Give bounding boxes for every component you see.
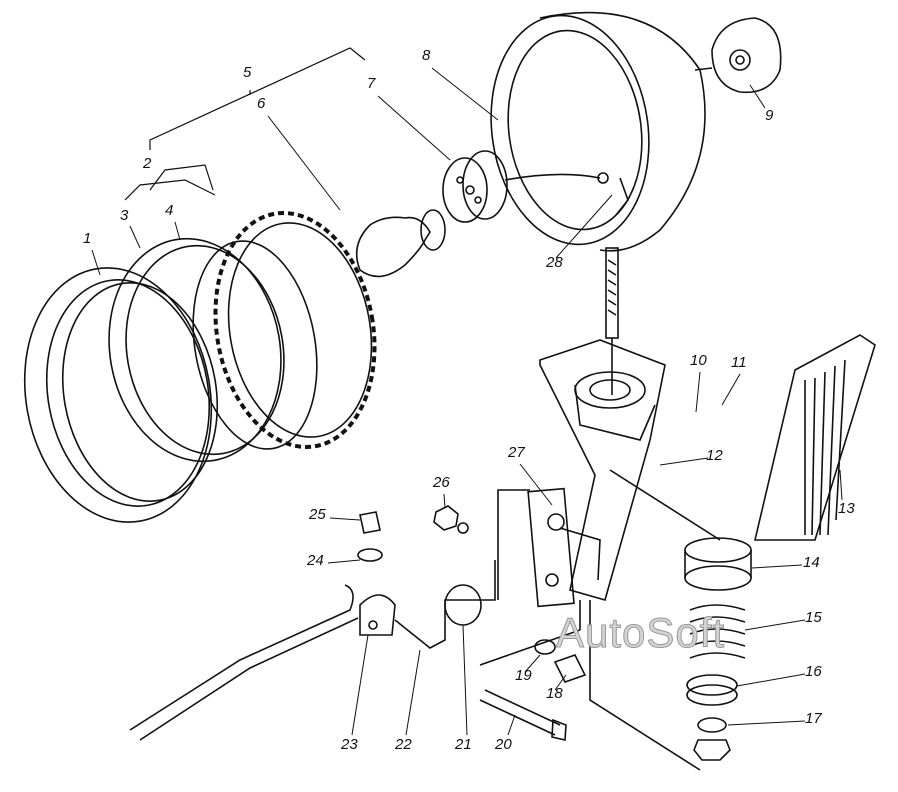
part-label-5: 5 [243, 64, 252, 81]
part-label-19: 19 [515, 667, 532, 684]
part-label-3: 3 [120, 207, 129, 224]
label-leader-lines [91, 67, 843, 736]
watermark: AutoSoft [555, 609, 726, 656]
part-label-25: 25 [309, 506, 326, 523]
part-8-housing [490, 11, 706, 395]
part-label-8: 8 [422, 47, 431, 64]
part-label-13: 13 [838, 500, 855, 517]
part-label-24: 24 [307, 552, 324, 569]
part-label-1: 1 [83, 230, 92, 247]
part-label-22: 22 [395, 736, 412, 753]
part-label-20: 20 [495, 736, 512, 753]
part-label-27: 27 [508, 444, 525, 461]
part-label-9: 9 [765, 107, 774, 124]
part-9-knob [694, 17, 782, 94]
part-label-4: 4 [165, 202, 174, 219]
group-brackets [124, 47, 366, 201]
part-label-7: 7 [367, 75, 376, 92]
part-label-12: 12 [706, 447, 723, 464]
part-1-rim [23, 267, 219, 523]
part-label-15: 15 [805, 609, 822, 626]
part-label-26: 26 [433, 474, 450, 491]
part-label-16: 16 [805, 663, 822, 680]
part-13-cover [753, 334, 876, 541]
part-label-28: 28 [546, 254, 563, 271]
part-3-4-lens [108, 237, 318, 463]
part-12-bracket [539, 339, 666, 601]
part-label-6: 6 [257, 95, 266, 112]
part-label-18: 18 [546, 685, 563, 702]
part-label-10: 10 [690, 352, 707, 369]
part-label-11: 11 [731, 354, 747, 371]
part-6-bulb [355, 209, 446, 278]
part-label-17: 17 [805, 710, 822, 727]
part-label-2: 2 [143, 155, 152, 172]
part-label-23: 23 [341, 736, 358, 753]
part-7-socket [442, 150, 601, 223]
part-label-21: 21 [455, 736, 472, 753]
part-2-toothed-ring [213, 211, 377, 449]
part-label-14: 14 [803, 554, 820, 571]
